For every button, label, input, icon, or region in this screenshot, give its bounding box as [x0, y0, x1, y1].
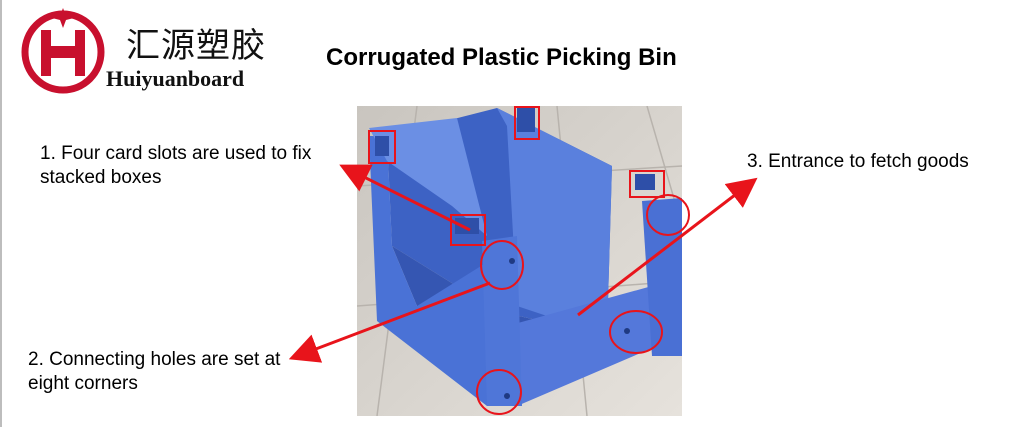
left-border: [0, 0, 2, 427]
callout-entrance: 3. Entrance to fetch goods: [747, 151, 969, 172]
logo-english-text: Huiyuanboard: [106, 66, 245, 91]
picking-bin-photo: [357, 106, 682, 416]
callout-card-slots: 1. Four card slots are used to fix stack…: [40, 143, 312, 188]
callout-connecting-holes: 2. Connecting holes are set at eight cor…: [28, 349, 281, 394]
huiyuan-logo-icon: [21, 8, 105, 94]
company-logo: 汇源塑胶 Huiyuanboard: [18, 6, 278, 96]
logo-chinese-text: 汇源塑胶: [126, 26, 266, 66]
page-title: Corrugated Plastic Picking Bin: [326, 44, 677, 71]
